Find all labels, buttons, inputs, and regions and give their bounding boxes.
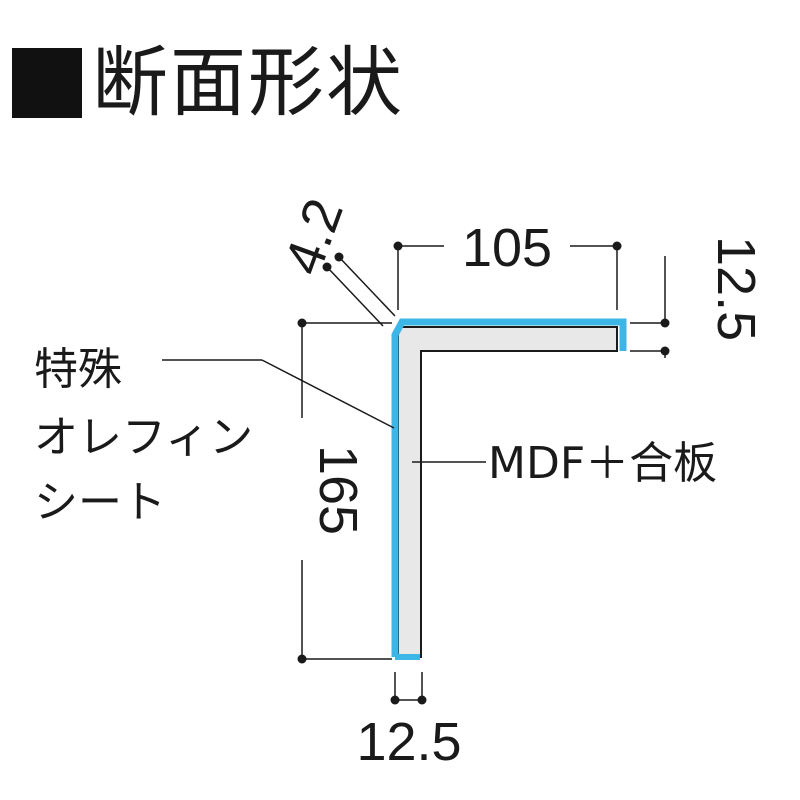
sheet-coating [391,318,627,657]
section-heading: 断面形状 [12,38,404,128]
dim-bottom-dot-right [417,695,427,705]
label-sheet-line2: オレフィン [34,412,253,463]
profile-core [397,326,618,658]
label-core: MDF＋合板 [488,438,717,489]
dim-165-dot-bottom [297,654,307,664]
dim-105-dot-left [393,241,403,251]
dim-165-dot-top [297,318,307,328]
label-sheet-line3: シート [34,477,166,528]
dim-chamfer: 4.2 [273,191,355,282]
chamfer-dot-a [322,262,332,272]
dim-105-dot-right [612,241,622,251]
chamfer-leader-b [338,256,396,317]
dim-height-left: 165 [308,445,368,535]
chamfer-leader-a [326,266,384,327]
dim-thickness-right: 12.5 [706,236,766,341]
heading-title: 断面形状 [92,38,404,127]
heading-bullet-square [12,48,82,118]
dim-right-dot-top [660,318,670,328]
chamfer-dot-b [334,252,344,262]
dim-width-top: 105 [462,218,552,278]
label-sheet-line1: 特殊 [34,344,122,395]
dim-thickness-bottom: 12.5 [356,712,461,772]
dim-right-dot-bottom [660,346,670,356]
dim-bottom-dot-left [390,695,400,705]
sheet-leader-diagonal [261,359,395,429]
